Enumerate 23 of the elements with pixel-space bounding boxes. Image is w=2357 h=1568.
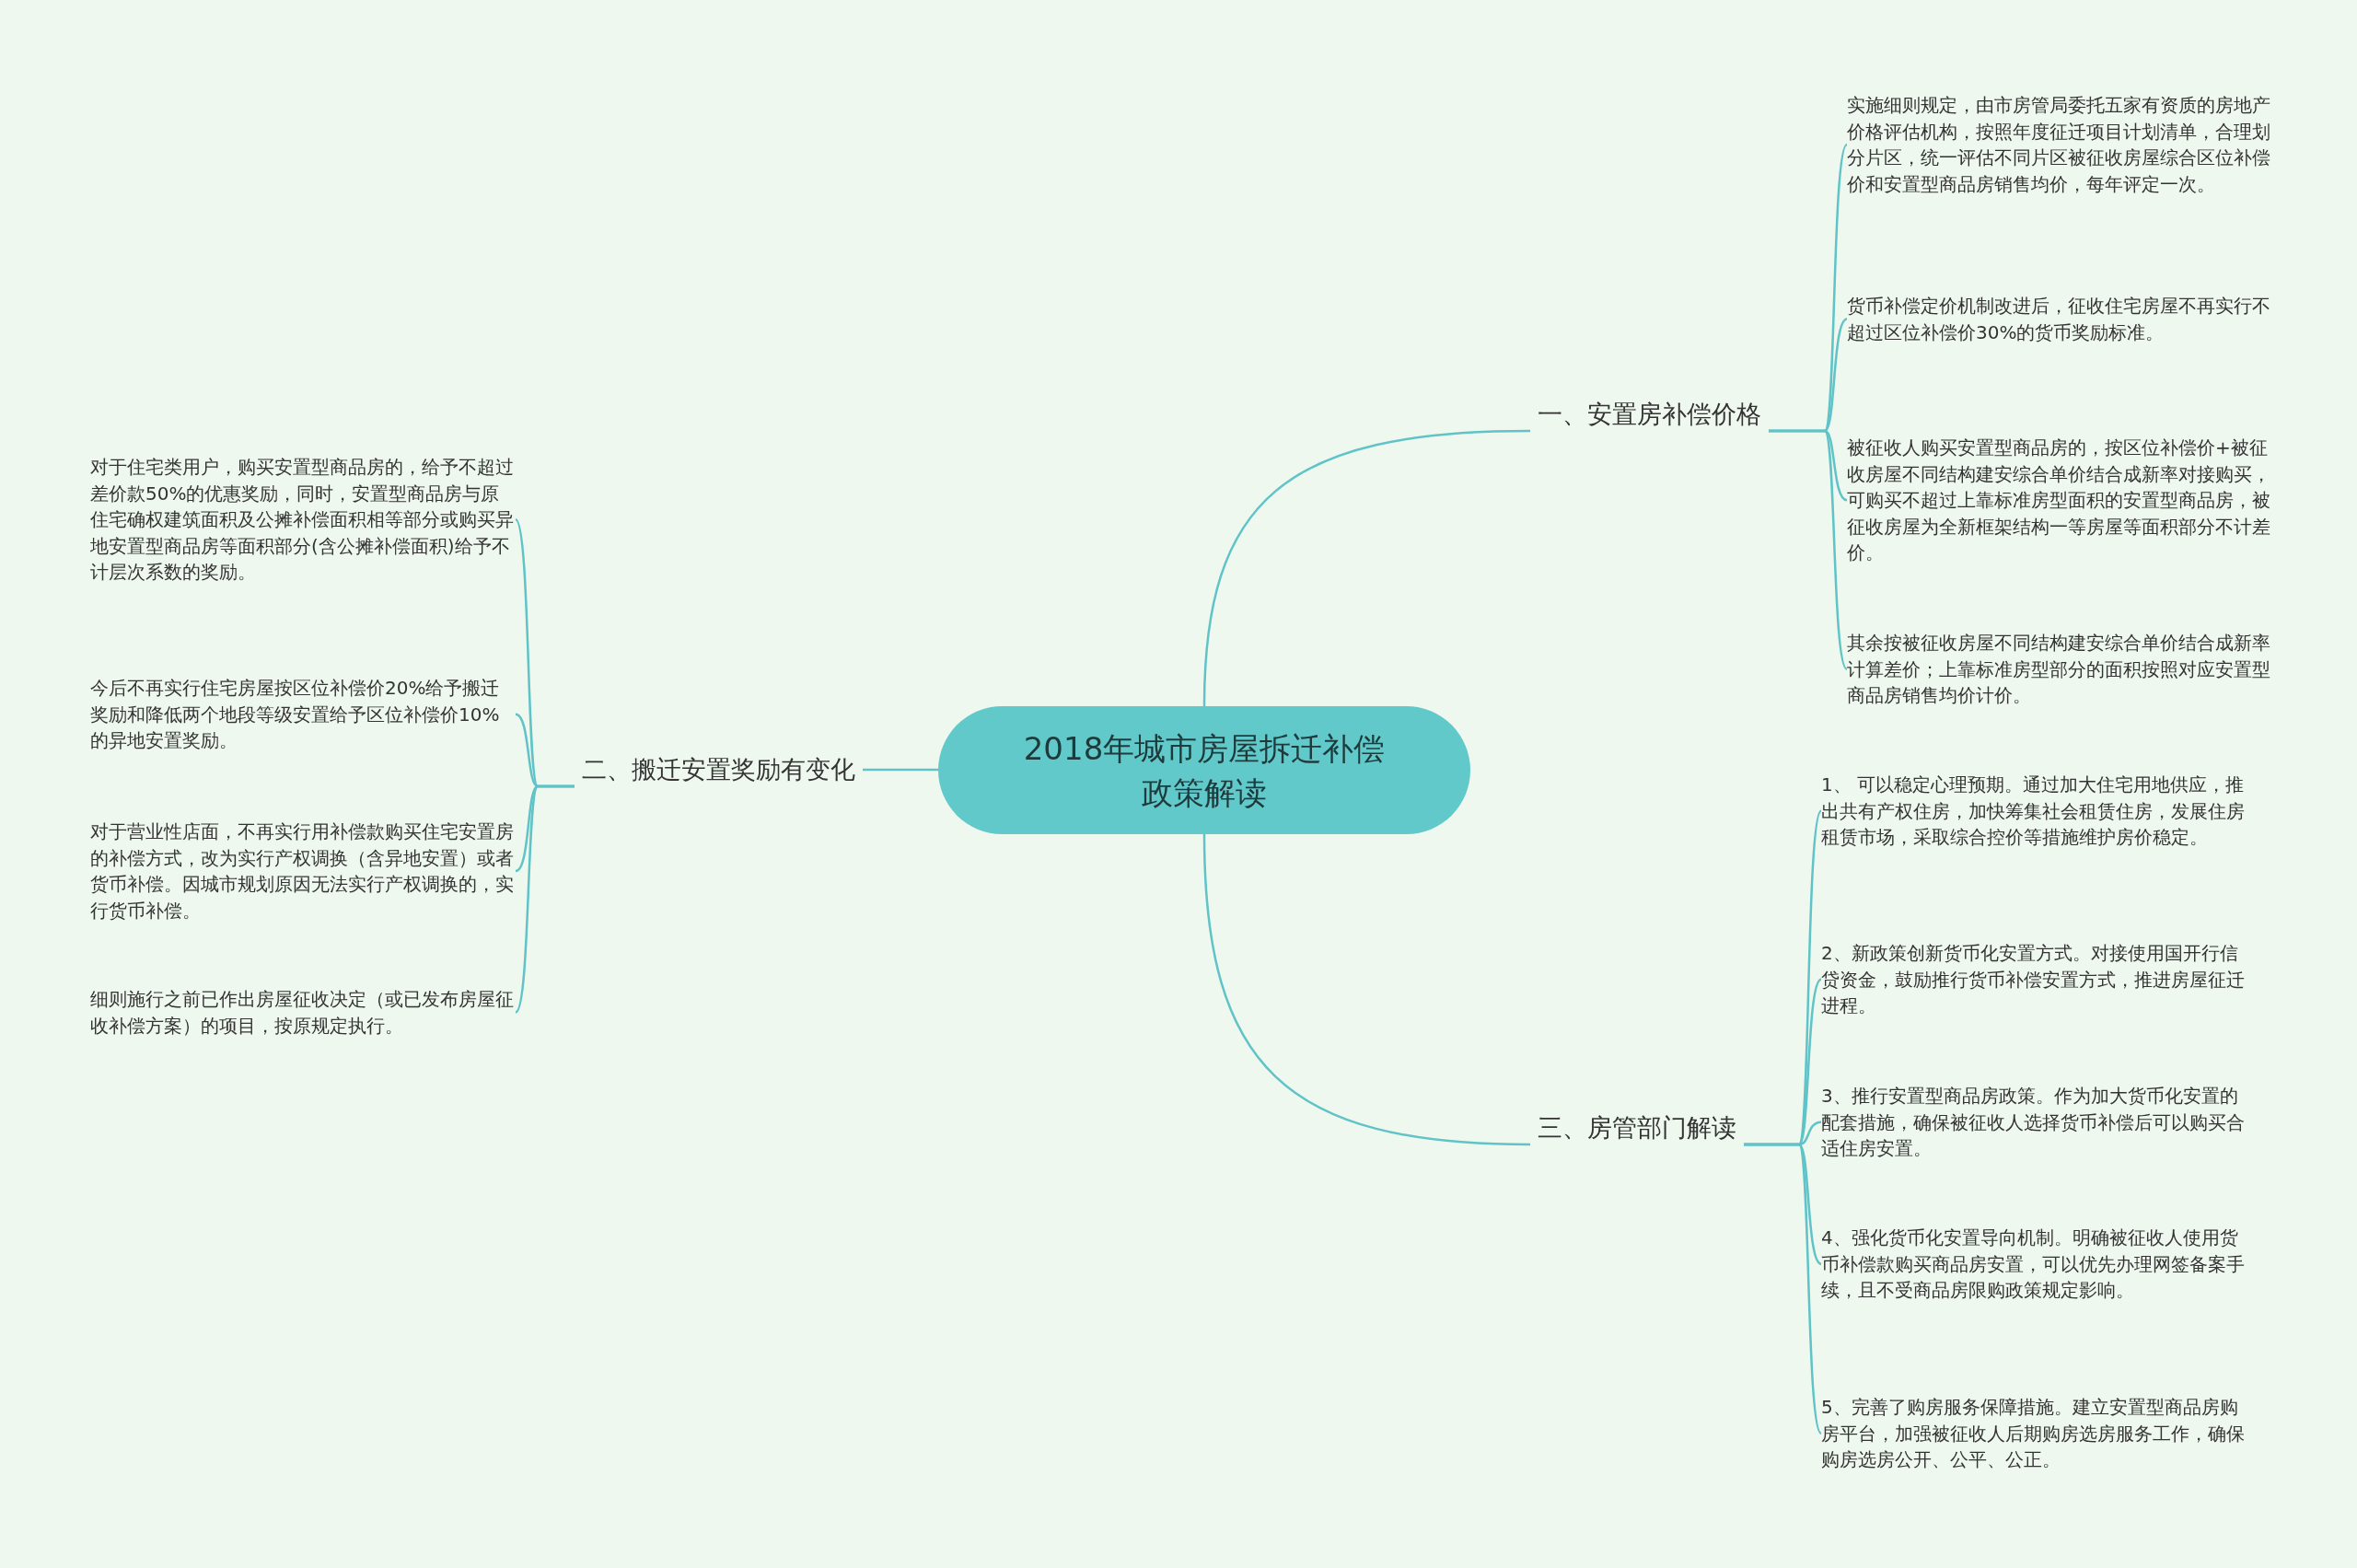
leaf-note: 今后不再实行住宅房屋按区位补偿价20%给予搬迁奖励和降低两个地段等级安置给予区位补偿价10%的异地安置奖励。 xyxy=(90,675,516,754)
leaf-note: 5、完善了购房服务保障措施。建立安置型商品房购房平台，加强被征收人后期购房选房服务工作，确保购房选房公开、公平、公正。 xyxy=(1821,1394,2247,1473)
branch-topic: 三、房管部门解读 xyxy=(1530,1111,1744,1144)
leaf-note: 4、强化货币化安置导向机制。明确被征收人使用货币补偿款购买商品房安置，可以优先办理网签备案手续，且不受商品房限购政策规定影响。 xyxy=(1821,1225,2247,1304)
leaf-note: 被征收人购买安置型商品房的，按区位补偿价+被征收房屋不同结构建安综合单价结合成新率对接购买，可购买不超过上靠标准房型面积的安置型商品房，被征收房屋为全新框架结构一等房屋等面积部分不计差价。 xyxy=(1847,435,2270,566)
leaf-note: 实施细则规定，由市房管局委托五家有资质的房地产价格评估机构，按照年度征迁项目计划清单，合理划分片区，统一评估不同片区被征收房屋综合区位补偿价和安置型商品房销售均价，每年评定一次。 xyxy=(1847,92,2270,197)
leaf-note: 货币补偿定价机制改进后，征收住宅房屋不再实行不超过区位补偿价30%的货币奖励标准。 xyxy=(1847,293,2270,345)
connector-line xyxy=(515,784,575,1014)
leaf-note: 对于营业性店面，不再实行用补偿款购买住宅安置房的补偿方式，改为实行产权调换（含异地安置）或者货币补偿。因城市规划原因无法实行产权调换的，实行货币补偿。 xyxy=(90,819,516,923)
connector-line xyxy=(1744,1143,1823,1434)
leaf-note: 细则施行之前已作出房屋征收决定（或已发布房屋征收补偿方案）的项目，按原规定执行。 xyxy=(90,986,516,1039)
leaf-note: 3、推行安置型商品房政策。作为加大货币化安置的配套措施，确保被征收人选择货币补偿后可以购买合适住房安置。 xyxy=(1821,1083,2247,1162)
connector-line xyxy=(863,768,938,772)
connector-line xyxy=(1202,429,1531,707)
leaf-note: 2、新政策创新货币化安置方式。对接使用国开行信贷资金，鼓励推行货币补偿安置方式，推进房屋征迁进程。 xyxy=(1821,940,2247,1019)
connector-line xyxy=(1202,833,1531,1146)
leaf-note: 对于住宅类用户，购买安置型商品房的，给予不超过差价款50%的优惠奖励，同时，安置型商品房与原住宅确权建筑面积及公摊补偿面积相等部分或购买异地安置型商品房等面积部分(含公摊补偿面积)给予不计层次系数的奖励。 xyxy=(90,454,516,586)
branch-topic: 一、安置房补偿价格 xyxy=(1530,398,1769,431)
leaf-note: 其余按被征收房屋不同结构建安综合单价结合成新率计算差价；上靠标准房型部分的面积按照对应安置型商品房销售均价计价。 xyxy=(1847,630,2270,709)
central-topic: 2018年城市房屋拆迁补偿政策解读 xyxy=(938,706,1470,834)
leaf-note: 1、 可以稳定心理预期。通过加大住宅用地供应，推出共有产权住房，加快筹集社会租赁住房，发展住房租赁市场，采取综合控价等措施维护房价稳定。 xyxy=(1821,772,2247,851)
connector-line xyxy=(1769,429,1849,670)
branch-topic: 二、搬迁安置奖励有变化 xyxy=(575,753,863,786)
